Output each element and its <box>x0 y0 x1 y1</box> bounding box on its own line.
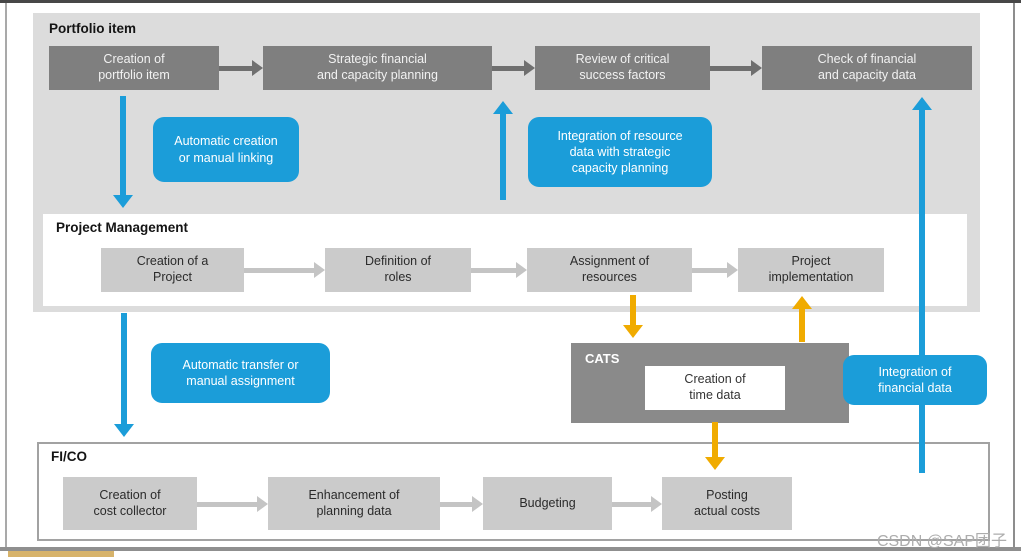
arrow-pm-to-review <box>493 101 513 200</box>
arrow-portfolio-to-pm <box>113 96 133 208</box>
arrow-fico-1-2 <box>197 494 268 514</box>
callout-automatic-creation: Automatic creation or manual linking <box>153 117 299 182</box>
portfolio-lane-title: Portfolio item <box>49 21 136 36</box>
callout-resource-integration: Integration of resource data with strate… <box>528 117 712 187</box>
arrow-fico-2-3 <box>440 494 483 514</box>
arrow-fico-3-4 <box>612 494 662 514</box>
cats-label: CATS <box>585 351 620 366</box>
cats-box: CATS Creation of time data <box>571 343 849 423</box>
page-border-top <box>0 0 1021 3</box>
arrow-portfolio-2-3 <box>492 58 535 78</box>
portfolio-step-review-factors: Review of critical success factors <box>535 46 710 90</box>
arrow-pm-3-4 <box>692 260 738 280</box>
arrow-resources-to-cats <box>623 295 643 338</box>
fico-step-budgeting: Budgeting <box>483 477 612 530</box>
arrow-portfolio-3-4 <box>710 58 762 78</box>
watermark: CSDN @SAP团子 <box>876 533 1007 550</box>
arrow-pm-2-3 <box>471 260 527 280</box>
page-border-bottom <box>0 547 1021 551</box>
portfolio-step-strategic-planning: Strategic financial and capacity plannin… <box>263 46 492 90</box>
page-border-right <box>1013 3 1015 550</box>
pm-step-definition-roles: Definition of roles <box>325 248 471 292</box>
highlight-strip <box>8 551 114 557</box>
cats-step-time-data: Creation of time data <box>645 366 785 410</box>
callout-financial-integration: Integration of financial data <box>843 355 987 405</box>
arrow-pm-to-fico <box>114 313 134 437</box>
fico-lane-title: FI/CO <box>51 449 87 464</box>
callout-automatic-transfer: Automatic transfer or manual assignment <box>151 343 330 403</box>
arrow-portfolio-1-2 <box>219 58 263 78</box>
portfolio-step-check-data: Check of financial and capacity data <box>762 46 972 90</box>
fico-step-posting-costs: Posting actual costs <box>662 477 792 530</box>
pm-step-assignment-resources: Assignment of resources <box>527 248 692 292</box>
pm-step-creation-project: Creation of a Project <box>101 248 244 292</box>
page-border-left <box>5 3 7 550</box>
fico-step-enhancement-planning: Enhancement of planning data <box>268 477 440 530</box>
pm-step-project-implementation: Project implementation <box>738 248 884 292</box>
project-management-lane-title: Project Management <box>56 220 189 235</box>
portfolio-step-creation: Creation of portfolio item <box>49 46 219 90</box>
fico-step-cost-collector: Creation of cost collector <box>63 477 197 530</box>
arrow-pm-1-2 <box>244 260 325 280</box>
arrow-financial-integration-up <box>912 97 932 473</box>
arrow-cats-to-implementation <box>792 296 812 342</box>
arrow-cats-to-posting <box>705 422 725 470</box>
